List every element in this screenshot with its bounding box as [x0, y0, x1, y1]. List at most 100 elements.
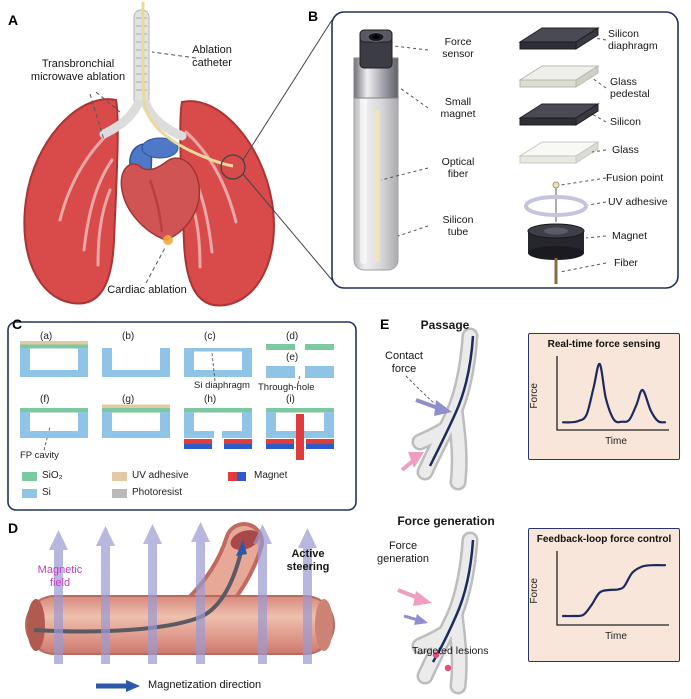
label-magnetic-field: Magnetic field	[37, 564, 83, 589]
uv-adhesive-ring	[524, 195, 588, 217]
airway-passage-drawing	[400, 327, 479, 491]
panel-label-b: B	[308, 8, 319, 24]
catheter-tip-arrow-icon	[236, 540, 247, 556]
label-si-diaphragm: Si diaphragm	[194, 380, 250, 391]
label-force-sensor: Force sensor	[442, 36, 474, 61]
label-passage-title: Passage	[420, 318, 470, 332]
legend-label-photoresist: Photoresist	[132, 487, 183, 498]
exploded-stack	[518, 27, 600, 284]
label-fusion-point: Fusion point	[606, 172, 664, 184]
feedback-force-chart: Feedback-loop force control Force Time	[528, 528, 680, 662]
step-label-h: (h)	[204, 394, 217, 405]
pink-arrow-icon	[408, 452, 424, 468]
label-uv-adhesive: UV adhesive	[608, 196, 668, 208]
panel-b-right-leaders	[559, 37, 607, 273]
legend-swatch-photoresist	[112, 489, 127, 498]
contact-force-arrow-icon	[434, 400, 452, 416]
panel-a-leader-lines	[89, 51, 197, 284]
magnetic-field-arrows-icon	[49, 522, 317, 664]
time-axis-label: Time	[605, 436, 627, 447]
label-transbronchial-ablation: Transbronchial microwave ablation	[30, 58, 126, 83]
step-i	[266, 408, 334, 460]
label-force-generation-title: Force generation	[397, 514, 495, 528]
force-curve-2	[561, 564, 667, 618]
legend-label-si: Si	[42, 487, 51, 498]
step-label-i: (i)	[286, 394, 295, 405]
feedback-force-plot	[556, 551, 669, 626]
lungs-illustration	[23, 1, 333, 307]
legend-label-uv-adhesive: UV adhesive	[132, 470, 189, 481]
heart	[120, 137, 201, 245]
label-fiber: Fiber	[614, 257, 638, 269]
label-fp-cavity: FP cavity	[20, 450, 59, 461]
steerable-catheter	[33, 551, 243, 634]
realtime-force-plot	[556, 356, 669, 431]
lesion-dot	[444, 664, 452, 672]
purple-arrow-icon	[414, 614, 428, 625]
label-optical-fiber: Optical fiber	[441, 156, 475, 181]
panel-b-left-leaders	[380, 45, 429, 237]
step-d	[266, 344, 334, 350]
label-glass-pedestal: Glass pedestal	[610, 76, 650, 101]
time-axis-label-2: Time	[605, 631, 627, 642]
label-cardiac-ablation: Cardiac ablation	[107, 284, 187, 296]
sensor-cylinder	[353, 29, 399, 271]
lesion-dot	[432, 651, 440, 659]
step-label-d: (d)	[286, 331, 299, 342]
panel-label-a: A	[8, 12, 19, 28]
fusion-point-dot	[552, 181, 560, 189]
step-c	[184, 348, 252, 377]
legend-swatch-si	[22, 489, 37, 498]
step-f	[20, 408, 88, 438]
step-label-e: (e)	[286, 352, 299, 363]
step-g	[102, 404, 170, 438]
label-active-steering: Active steering	[286, 548, 330, 573]
magnetization-arrow-icon	[96, 680, 140, 692]
airway-generation-drawing	[397, 531, 479, 695]
panel-label-c: C	[12, 316, 23, 332]
legend-swatch-magnet-blue	[237, 472, 246, 481]
step-a	[20, 341, 88, 377]
step-label-c: (c)	[204, 331, 216, 342]
ablation-site-glow	[163, 235, 173, 245]
chart-title-feedback: Feedback-loop force control	[536, 534, 672, 545]
legend-label-sio2: SiO₂	[42, 470, 63, 481]
label-magnetization-direction: Magnetization direction	[148, 679, 262, 691]
step-e	[266, 366, 334, 378]
step-label-g: (g)	[122, 394, 135, 405]
step-b	[102, 348, 170, 377]
force-axis-label-2: Force	[529, 578, 540, 604]
step-label-b: (b)	[122, 331, 135, 342]
label-magnet: Magnet	[612, 230, 648, 242]
panel-label-d: D	[8, 520, 19, 536]
label-force-generation: Force generation	[377, 540, 429, 565]
label-silicon: Silicon	[610, 116, 641, 128]
zoom-circle	[220, 154, 246, 180]
force-axis-label: Force	[529, 383, 540, 409]
realtime-force-chart: Real-time force sensing Force Time	[528, 333, 680, 460]
force-curve	[561, 362, 667, 424]
fabrication-box	[7, 321, 357, 511]
catheter-in-airway	[428, 335, 475, 467]
label-small-magnet: Small magnet	[440, 96, 476, 121]
vessel-steering-illustration	[25, 522, 335, 692]
panel-c-leaders	[43, 352, 301, 451]
legend-label-magnet: Magnet	[254, 470, 288, 481]
legend-swatch-sio2	[22, 472, 37, 481]
label-contact-force: Contact force	[385, 350, 423, 375]
chart-title-realtime: Real-time force sensing	[547, 339, 661, 350]
sensor-box	[331, 11, 679, 289]
label-targeted-lesions: Targeted lesions	[412, 645, 489, 657]
label-silicon-tube: Silicon tube	[442, 214, 474, 239]
generation-force-arrow-icon	[413, 591, 432, 606]
label-ablation-catheter: Ablation catheter	[192, 44, 232, 69]
panel-label-e: E	[380, 316, 390, 332]
step-label-f: (f)	[40, 394, 50, 405]
step-label-a: (a)	[40, 331, 53, 342]
label-glass: Glass	[612, 144, 639, 156]
catheter-in-airway-2	[431, 539, 475, 663]
label-through-hole: Through-hole	[258, 382, 315, 393]
step-h	[184, 408, 252, 449]
legend-swatch-magnet-red	[228, 472, 237, 481]
